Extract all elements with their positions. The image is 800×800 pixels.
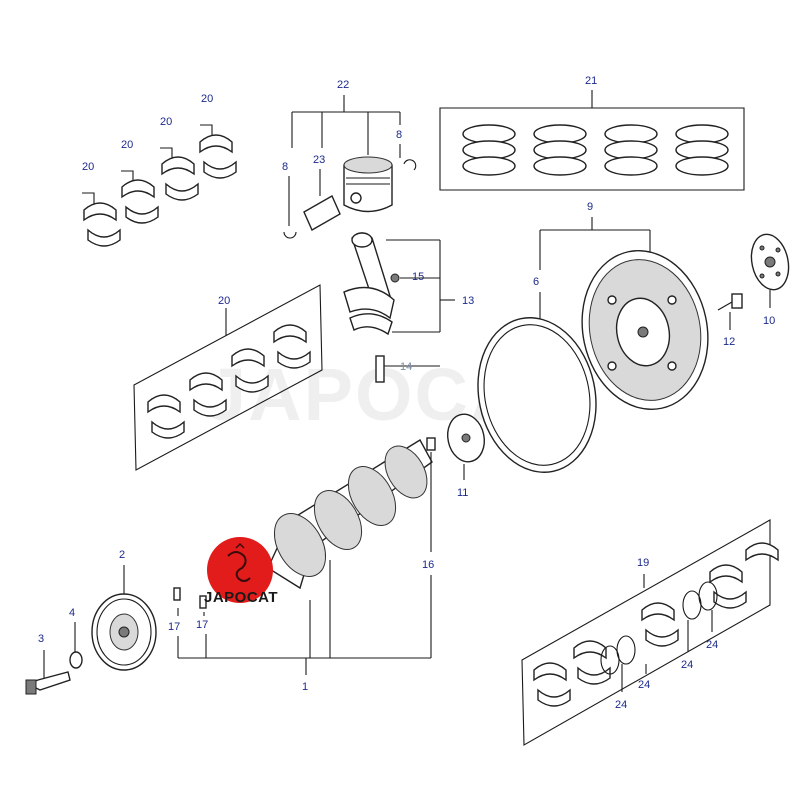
piston-rings-group: 21	[439, 75, 745, 191]
callout-20-d[interactable]: 20	[82, 161, 94, 173]
flywheel-group: 9 6 10 12 11	[446, 201, 790, 499]
callout-15[interactable]: 15	[412, 271, 424, 283]
callout-20-a[interactable]: 20	[201, 93, 213, 105]
bearing-pair-3	[121, 179, 159, 224]
callout-13[interactable]: 13	[462, 295, 474, 307]
callout-8-left[interactable]: 8	[282, 161, 288, 173]
pulley-group: 2 4 3	[25, 549, 157, 695]
callout-4[interactable]: 4	[69, 607, 75, 619]
thrust-bearing-pair-5	[745, 542, 779, 562]
callout-6[interactable]: 6	[533, 276, 539, 288]
thrust-washer-2	[600, 645, 620, 675]
callout-1[interactable]: 1	[302, 681, 308, 693]
thrust-washer-3	[682, 590, 702, 620]
callout-14[interactable]: 14	[400, 361, 412, 373]
crankshaft-group: 16 1 17 17	[168, 437, 436, 693]
snap-ring-right	[403, 159, 417, 171]
bearing-thrust-group: 19 24 24 24 24	[521, 519, 779, 746]
callout-8-right[interactable]: 8	[396, 129, 402, 141]
thrust-bearing-pair-4	[709, 564, 747, 609]
callout-12[interactable]: 12	[723, 336, 735, 348]
callout-23[interactable]: 23	[313, 154, 325, 166]
bearing-shells-upper-group: 20 20 20 20	[82, 93, 237, 247]
callout-20-c[interactable]: 20	[121, 139, 133, 151]
callout-24-d[interactable]: 24	[706, 639, 718, 651]
bearing-pair-1	[199, 134, 237, 179]
callout-2[interactable]: 2	[119, 549, 125, 561]
pulley-washer	[69, 651, 83, 669]
piston-pin	[303, 195, 341, 231]
callout-24-b[interactable]: 24	[638, 679, 650, 691]
callout-24-c[interactable]: 24	[681, 659, 693, 671]
callout-3[interactable]: 3	[38, 633, 44, 645]
dowel-pin-right	[199, 595, 207, 609]
main-bearing-1	[147, 394, 185, 439]
dowel-pin-left	[173, 587, 181, 601]
main-bearing-4	[273, 324, 311, 369]
logo-text: JAPOCAT	[204, 589, 278, 606]
crank-pin	[426, 437, 436, 451]
main-bearing-3	[231, 348, 269, 393]
callout-21[interactable]: 21	[585, 75, 597, 87]
thrust-bearing-pair-2	[573, 640, 611, 685]
callout-20-e[interactable]: 20	[218, 295, 230, 307]
ring-set-2	[533, 124, 587, 176]
connecting-rod-group: 13 15 14	[343, 232, 474, 383]
callout-19[interactable]: 19	[637, 557, 649, 569]
callout-17-right[interactable]: 17	[196, 619, 208, 631]
ring-gear	[477, 317, 597, 473]
thrust-washer-4	[698, 581, 718, 611]
thrust-bearing-pair-1	[533, 662, 571, 707]
bearing-pair-2	[161, 156, 199, 201]
callout-9[interactable]: 9	[587, 201, 593, 213]
callout-20-b[interactable]: 20	[160, 116, 172, 128]
snap-ring-left	[283, 231, 297, 239]
thrust-washer-1	[616, 635, 636, 665]
rod-bolt	[375, 355, 385, 383]
callout-16[interactable]: 16	[422, 559, 434, 571]
callout-17-left[interactable]: 17	[168, 621, 180, 633]
rod-nut	[390, 273, 400, 283]
callout-24-a[interactable]: 24	[615, 699, 627, 711]
callout-22[interactable]: 22	[337, 79, 349, 91]
bearing-shells-main-group: 20	[133, 284, 323, 471]
ring-set-3	[604, 124, 658, 176]
ring-set-1	[462, 124, 516, 176]
ring-set-4	[675, 124, 729, 176]
japocat-logo: JAPOCAT	[204, 537, 278, 606]
rod-cap	[349, 313, 393, 336]
thrust-bearing-pair-3	[641, 602, 679, 647]
piston-assembly-group: 22 8 8 23	[282, 79, 417, 239]
main-bearing-2	[189, 372, 227, 417]
callout-10[interactable]: 10	[763, 315, 775, 327]
flywheel-bolt	[731, 293, 743, 309]
bearing-pair-4	[83, 202, 121, 247]
callout-11[interactable]: 11	[457, 487, 468, 499]
